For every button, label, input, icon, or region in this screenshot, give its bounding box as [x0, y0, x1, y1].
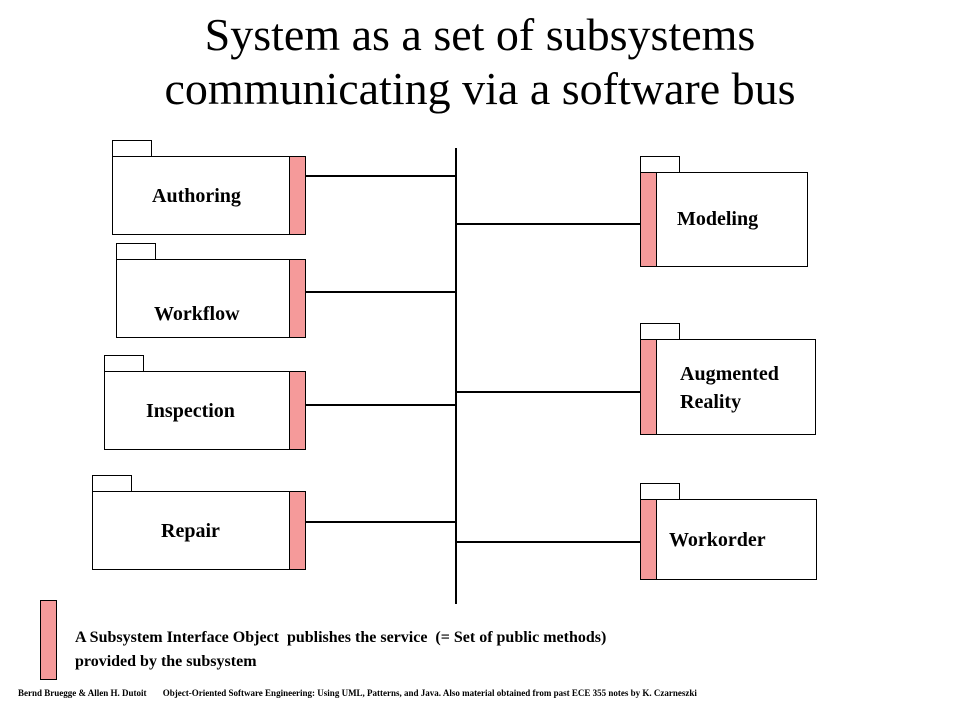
subsystem-label: Repair — [161, 520, 220, 542]
package-body — [92, 491, 306, 570]
connector-workflow — [305, 291, 456, 293]
connector-repair — [305, 521, 456, 523]
legend-line-1: A Subsystem Interface Object publishes t… — [75, 629, 607, 646]
connector-workorder — [456, 541, 641, 543]
subsystem-label: Modeling — [677, 208, 759, 230]
interface-object — [289, 371, 306, 450]
package-tab — [92, 475, 132, 492]
legend-text: A Subsystem Interface Object publishes t… — [75, 626, 606, 674]
footer-course: Object-Oriented Software Engineering: Us… — [162, 688, 697, 698]
package-body — [640, 499, 817, 580]
slide-title: System as a set of subsystems communicat… — [0, 8, 960, 116]
interface-object — [289, 156, 306, 235]
subsystem-label: Reality — [680, 391, 742, 413]
subsystem-label: Authoring — [152, 185, 241, 207]
legend-line-2: provided by the subsystem — [75, 653, 257, 670]
package-tab — [640, 323, 680, 340]
package-body — [112, 156, 306, 235]
connector-authoring — [305, 175, 456, 177]
connector-augmented-reality — [456, 391, 641, 393]
title-line-1: System as a set of subsystems — [204, 9, 756, 60]
interface-object — [640, 339, 657, 435]
title-line-2: communicating via a software bus — [164, 63, 796, 114]
package-body — [104, 371, 306, 450]
package-body — [640, 339, 816, 435]
interface-object — [640, 172, 657, 267]
package-body — [116, 259, 306, 338]
footer-authors: Bernd Bruegge & Allen H. Dutoit — [18, 688, 147, 698]
package-tab — [640, 156, 680, 173]
connector-inspection — [305, 404, 456, 406]
legend-interface-swatch — [40, 600, 57, 680]
package-tab — [116, 243, 156, 260]
package-tab — [112, 140, 152, 157]
software-bus — [455, 148, 457, 604]
footer: Bernd Bruegge & Allen H. Dutoit Object-O… — [18, 688, 697, 698]
subsystem-label: Workflow — [154, 303, 240, 325]
package-tab — [640, 483, 680, 500]
package-tab — [104, 355, 144, 372]
subsystem-label: Workorder — [669, 529, 766, 551]
subsystem-label: Inspection — [146, 400, 235, 422]
interface-object — [640, 499, 657, 580]
interface-object — [289, 491, 306, 570]
connector-modeling — [456, 223, 641, 225]
package-body — [640, 172, 808, 267]
subsystem-label: Augmented — [680, 363, 779, 385]
interface-object — [289, 259, 306, 338]
